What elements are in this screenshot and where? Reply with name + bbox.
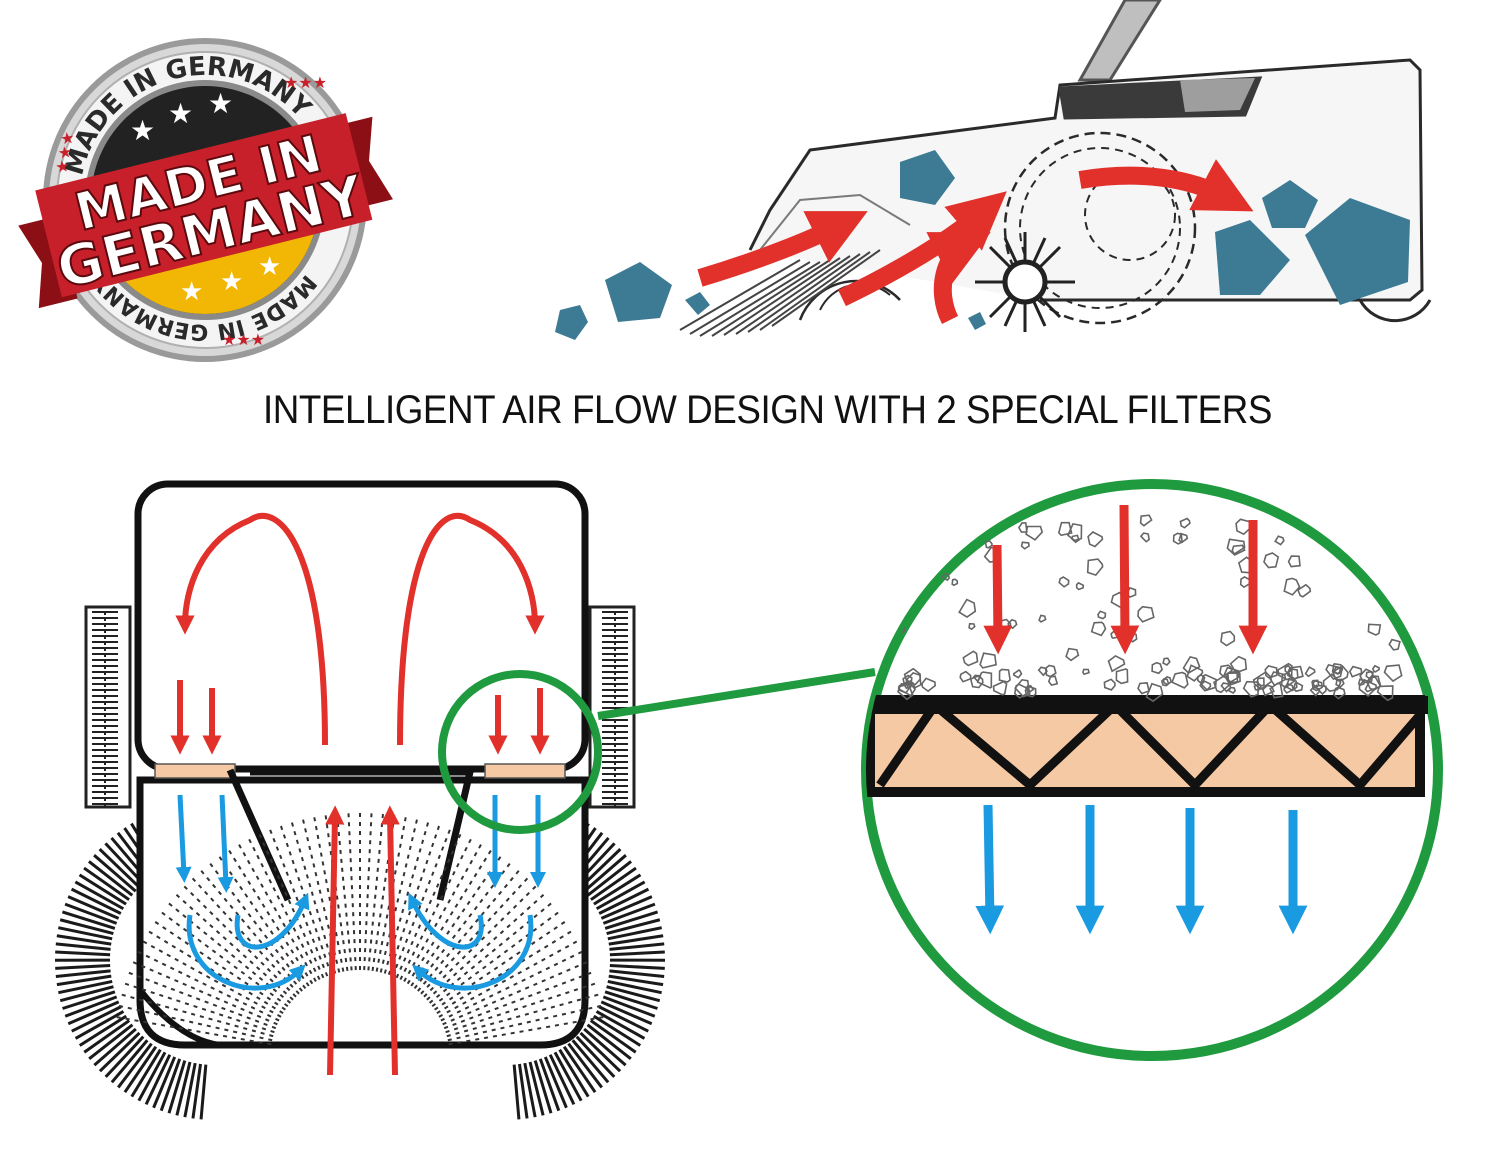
svg-text:★: ★ (220, 266, 243, 296)
svg-text:★: ★ (180, 276, 203, 306)
sweeper-side-view (679, 0, 1432, 337)
svg-text:★: ★ (168, 98, 193, 129)
dust-particles-side (555, 150, 1410, 340)
filter-magnifier (861, 479, 1443, 1061)
filter-blue-arrows (975, 804, 1308, 935)
left-tread (84, 605, 132, 809)
filter-red-arrows (983, 504, 1268, 655)
headline: INTELLIGENT AIR FLOW DESIGN WITH 2 SPECI… (263, 388, 1272, 432)
svg-text:★: ★ (258, 251, 281, 281)
svg-text:★★★: ★★★ (222, 332, 265, 349)
filter-highlight (438, 668, 876, 834)
svg-text:★: ★ (208, 88, 233, 119)
airflow-red-top (170, 513, 550, 1076)
svg-text:★: ★ (130, 115, 155, 146)
airflow-arrows-side (697, 159, 1254, 325)
airflow-blue-top (175, 794, 547, 991)
sweeper-top-view (54, 480, 666, 1120)
seal-white-stars-icon: ★ ★ ★ ★ ★ ★ (130, 88, 281, 306)
made-in-germany-seal: MADE IN GERMANY MADE IN GERMANY ★★★ ★★★ … (18, 38, 393, 362)
svg-text:★★★: ★★★ (284, 75, 327, 92)
